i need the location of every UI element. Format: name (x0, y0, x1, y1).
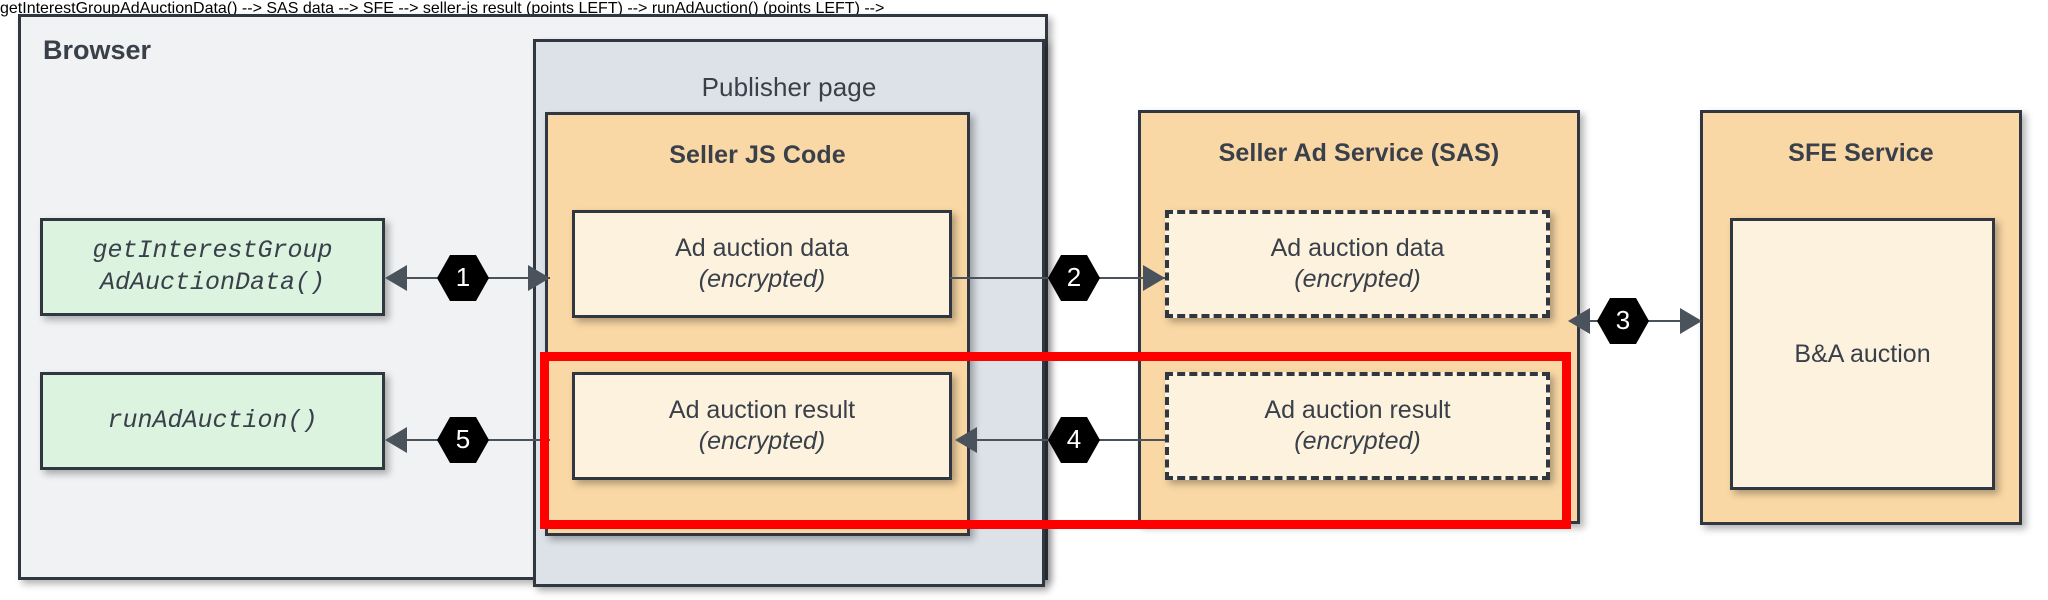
sas-ad-auction-data-box[interactable]: Ad auction data (encrypted) (1165, 210, 1550, 318)
arrowhead-step-1-right (528, 265, 550, 291)
arrowhead-step-5-left (385, 427, 407, 453)
data-box-title: Ad auction result (668, 396, 856, 424)
step-badge-3: 3 (1597, 298, 1649, 344)
seller-js-ad-auction-data-box[interactable]: Ad auction data (encrypted) (572, 210, 952, 318)
seller-ad-service-title: Seller Ad Service (SAS) (1218, 139, 1500, 167)
arrowhead-step-4-left (955, 427, 977, 453)
data-box-title: Ad auction data (1270, 234, 1445, 262)
data-box-title: Ad auction data (675, 234, 849, 262)
arrowhead-step-3-right (1680, 308, 1702, 334)
publisher-page-title: Publisher page (701, 72, 877, 102)
browser-title: Browser (43, 35, 152, 65)
step-badge-4: 4 (1048, 417, 1100, 463)
api-box-run-ad-auction[interactable]: runAdAuction() (40, 372, 385, 470)
step-badge-2: 2 (1048, 255, 1100, 301)
data-box-title: Ad auction result (1264, 396, 1451, 424)
arrowhead-step-1-left (385, 265, 407, 291)
seller-js-code-title: Seller JS Code (669, 141, 846, 169)
arrowhead-step-2-right (1143, 265, 1165, 291)
data-box-subtitle: (encrypted) (698, 427, 826, 455)
data-box-subtitle: (encrypted) (1294, 265, 1421, 293)
sas-ad-auction-result-box[interactable]: Ad auction result (encrypted) (1165, 372, 1550, 480)
api-box-get-interest-group-ad-auction-data[interactable]: getInterestGroup AdAuctionData() (40, 218, 385, 316)
data-box-subtitle: (encrypted) (1294, 427, 1421, 455)
data-box-title: B&A auction (1794, 339, 1931, 368)
sfe-b-and-a-auction-box[interactable]: B&A auction (1730, 218, 1995, 490)
arrowhead-step-3-left (1568, 308, 1590, 334)
api-box-label: getInterestGroup AdAuctionData() (92, 236, 333, 297)
seller-js-ad-auction-result-box[interactable]: Ad auction result (encrypted) (572, 372, 952, 480)
sfe-service-title: SFE Service (1788, 139, 1934, 167)
data-box-subtitle: (encrypted) (698, 265, 826, 293)
api-box-label: runAdAuction() (107, 406, 318, 435)
